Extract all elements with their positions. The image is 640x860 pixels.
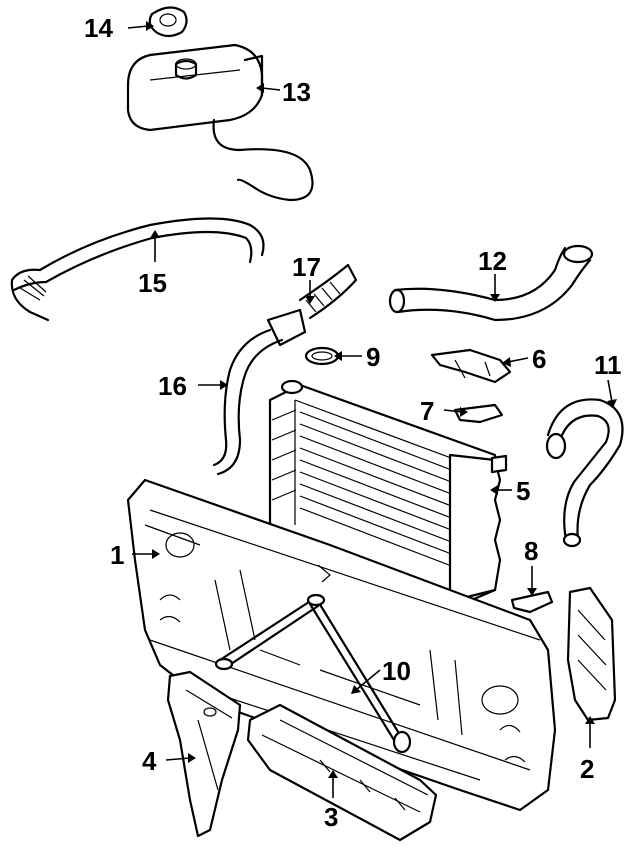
part-11-lower-hose	[545, 398, 624, 548]
part-14-clamp	[148, 6, 188, 38]
part-15-overflow-hose	[10, 217, 265, 322]
part-12-upper-hose	[388, 244, 594, 322]
part-10-brace	[214, 593, 412, 754]
callout-arrowheads	[146, 21, 617, 778]
part-3-deflector	[246, 703, 438, 842]
callout-10: 10	[382, 656, 411, 686]
part-2-baffle	[566, 586, 617, 722]
part-1-radiator-support	[126, 478, 557, 812]
part-5-radiator	[268, 379, 508, 607]
part-13-reservoir	[126, 43, 314, 202]
part-16-hose	[212, 328, 284, 476]
callout-14: 14	[84, 13, 113, 43]
callout-17: 17	[292, 252, 321, 282]
part-8-bracket	[510, 590, 554, 614]
callout-16: 16	[158, 371, 187, 401]
part-4-side-bracket	[166, 670, 242, 838]
callout-9: 9	[366, 342, 380, 372]
callout-4: 4	[142, 746, 157, 776]
callout-13: 13	[282, 77, 311, 107]
callout-2: 2	[580, 754, 594, 784]
part-9-clamp	[304, 346, 340, 366]
callout-11: 11	[594, 350, 622, 380]
callout-12: 12	[478, 246, 507, 276]
callout-labels: 14 13 15 17 12 9 6 11 16 7 5 1 8 10 4 2 …	[84, 13, 622, 832]
callout-6: 6	[532, 344, 546, 374]
callout-8: 8	[524, 536, 538, 566]
callout-3: 3	[324, 802, 338, 832]
part-6-bracket	[430, 348, 512, 384]
callout-1: 1	[110, 540, 124, 570]
callout-7: 7	[420, 396, 434, 426]
callout-5: 5	[516, 476, 530, 506]
part-7-clip	[453, 403, 504, 424]
part-17-hose	[266, 263, 358, 347]
callout-15: 15	[138, 268, 167, 298]
callout-leaders	[127, 25, 613, 798]
